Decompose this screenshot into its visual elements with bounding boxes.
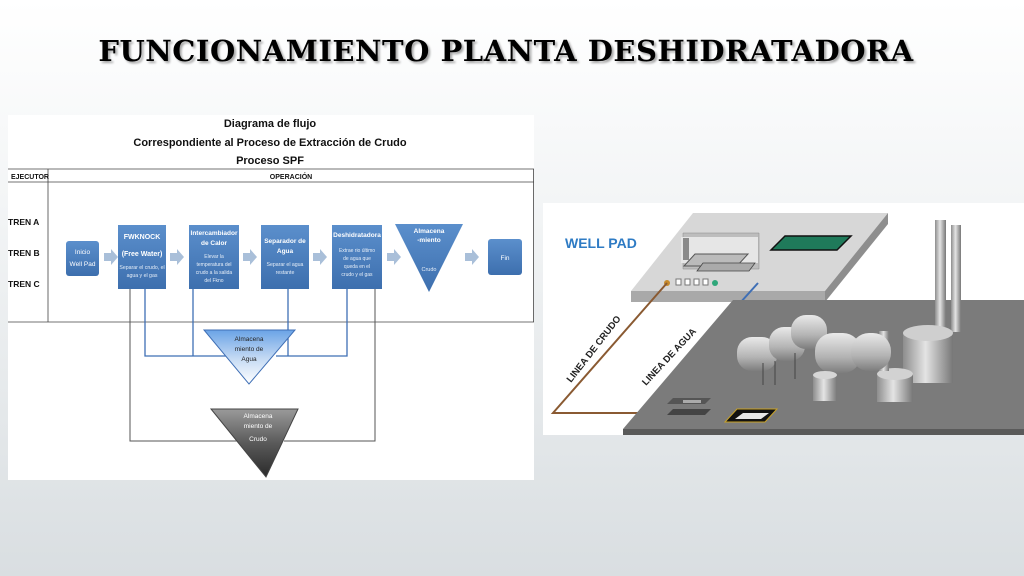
flow-arrow — [387, 249, 401, 265]
svg-text:Inicio: Inicio — [75, 249, 91, 256]
flow-title-1: Diagrama de flujo — [224, 118, 317, 130]
svg-text:agua y el gas: agua y el gas — [127, 273, 158, 279]
svg-text:de agua que: de agua que — [343, 256, 371, 262]
svg-text:Intercambiador: Intercambiador — [191, 230, 238, 237]
flow-diagram-panel: Diagrama de flujo Correspondiente al Pro… — [8, 115, 534, 480]
flow-arrow — [170, 249, 184, 265]
flow-arrow — [243, 249, 257, 265]
executor-tren-b: TREN B — [8, 248, 40, 258]
executor-tren-c: TREN C — [8, 279, 40, 289]
step-intercambiador: Intercambiador de Calor Elevar la temper… — [189, 225, 239, 289]
water-storage: Almacena miento de Agua — [202, 329, 297, 385]
water-drain-lines — [144, 289, 348, 357]
svg-text:Separar el crudo, el: Separar el crudo, el — [119, 265, 164, 271]
svg-text:temperatura del: temperatura del — [196, 262, 231, 268]
step-fwknock: FWKNOCK (Free Water) Separar el crudo, e… — [118, 225, 166, 289]
executor-tren-a: TREN A — [8, 217, 39, 227]
flow-arrow — [104, 249, 118, 265]
svg-text:del Fkno: del Fkno — [204, 278, 223, 284]
svg-text:Deshidratadora: Deshidratadora — [333, 232, 381, 239]
svg-text:crudo a la salida: crudo a la salida — [196, 270, 233, 276]
svg-text:Extrae rio último: Extrae rio último — [339, 248, 375, 254]
svg-text:-miento: -miento — [417, 237, 441, 244]
svg-text:Agua: Agua — [277, 248, 294, 255]
flow-arrow — [465, 249, 479, 265]
step-fin: Fin — [488, 239, 522, 275]
flow-arrow — [313, 249, 327, 265]
well-pad-label: WELL PAD — [565, 235, 637, 251]
flow-table-frame — [8, 168, 534, 323]
svg-text:Almacena: Almacena — [414, 228, 445, 235]
chimneys — [935, 220, 961, 332]
svg-text:Almacena: Almacena — [235, 336, 264, 343]
flow-title-3: Proceso SPF — [236, 155, 304, 167]
svg-text:Crudo: Crudo — [422, 267, 437, 273]
svg-text:FWKNOCK: FWKNOCK — [124, 234, 161, 241]
svg-text:miento de: miento de — [235, 346, 264, 353]
plant-panel: WELL PAD LINEA DE CRUDO LINEA DE AGUA — [543, 203, 1024, 435]
svg-text:miento de: miento de — [244, 423, 273, 430]
step-almacenamiento-crudo: Almacena -miento Crudo — [395, 224, 463, 292]
crude-storage: Almacena miento de Crudo — [209, 408, 299, 478]
step-deshidratadora: Deshidratadora Extrae rio último de agua… — [332, 225, 382, 289]
svg-text:Fin: Fin — [500, 255, 509, 262]
svg-text:de Calor: de Calor — [201, 240, 227, 247]
executor-header: EJECUTOR — [11, 174, 49, 181]
slide-title: FUNCIONAMIENTO PLANTA DESHIDRATADORA — [98, 34, 914, 68]
svg-text:crudo y el gas: crudo y el gas — [341, 272, 373, 278]
svg-text:restante: restante — [276, 270, 295, 276]
svg-text:Almacena: Almacena — [244, 413, 273, 420]
inlet-manifolds — [667, 398, 779, 423]
svg-text:Separar el agua: Separar el agua — [267, 262, 304, 268]
svg-text:(Free Water): (Free Water) — [122, 251, 163, 258]
crude-pipeline — [550, 282, 671, 414]
crude-line-label: LINEA DE CRUDO — [565, 314, 624, 385]
step-separador: Separador de Agua Separar el agua restan… — [261, 225, 309, 289]
flow-diagram: Diagrama de flujo Correspondiente al Pro… — [8, 118, 534, 478]
svg-text:Agua: Agua — [241, 356, 257, 363]
horizontal-vessels — [737, 315, 891, 401]
crude-drain-lines — [129, 289, 376, 442]
svg-text:Separador de: Separador de — [264, 238, 306, 245]
svg-text:Crudo: Crudo — [249, 436, 267, 443]
svg-text:queda en el: queda en el — [344, 264, 370, 270]
operation-header: OPERACIÓN — [270, 172, 312, 181]
plant-illustration: WELL PAD LINEA DE CRUDO LINEA DE AGUA — [550, 213, 1024, 435]
well-pad — [631, 213, 888, 302]
step-inicio: Inicio Well Pad — [66, 241, 99, 276]
svg-text:Elevar la: Elevar la — [204, 254, 224, 260]
svg-text:Well Pad: Well Pad — [70, 261, 96, 268]
flow-title-2: Correspondiente al Proceso de Extracción… — [133, 137, 407, 149]
